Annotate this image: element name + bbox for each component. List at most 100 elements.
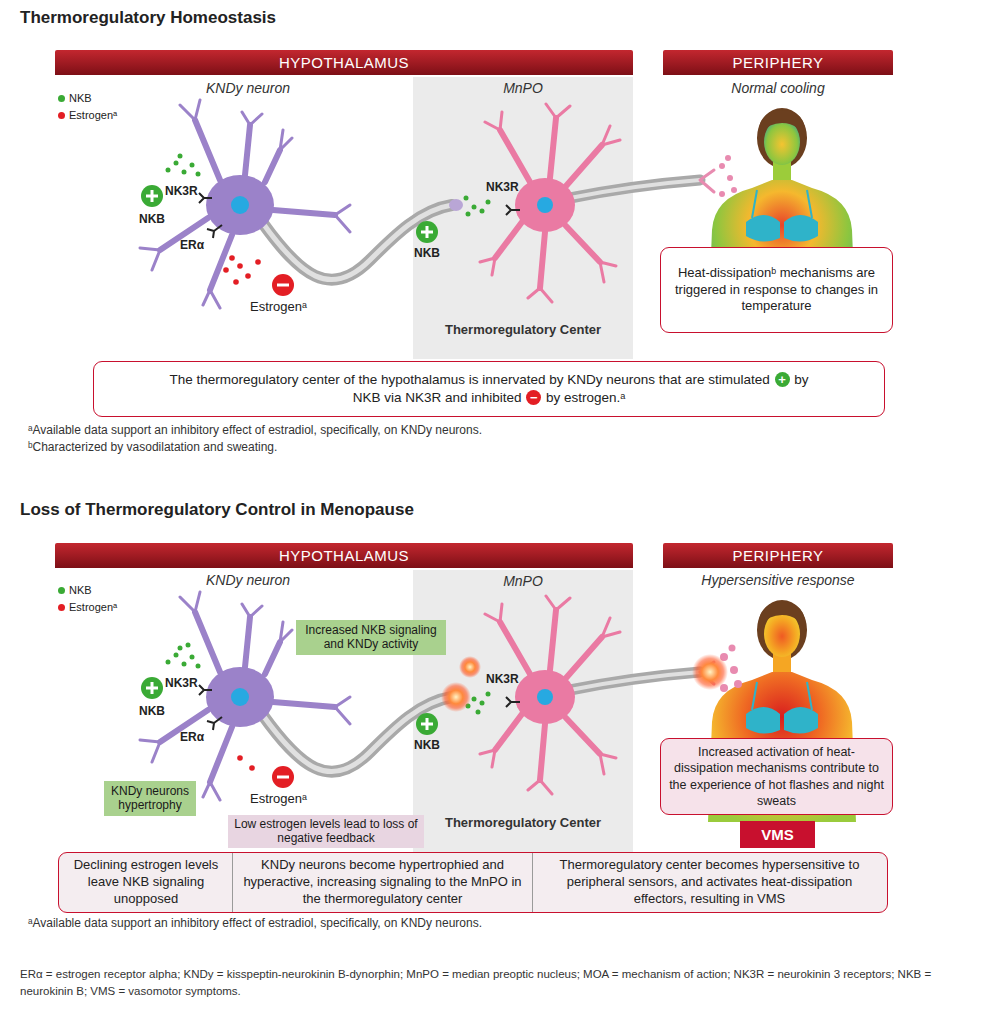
nkb-molecules (190, 655, 195, 660)
panel-caption: Hypersensitive response (701, 572, 854, 588)
heat-dissipation-dots (729, 645, 736, 652)
neurons-top (140, 100, 463, 308)
receptor-label: NKB (414, 738, 440, 752)
nkb-molecules (486, 692, 491, 697)
heat-dissipation-dots (730, 666, 738, 674)
vms-badge: VMS (740, 821, 815, 848)
receptor-label: NK3R (486, 672, 519, 686)
inline-icon: + (775, 372, 790, 387)
nkb-molecules (182, 170, 187, 175)
heat-dissipation-dots (719, 155, 742, 692)
summary-box: Declining estrogen levels leave NKB sign… (58, 852, 888, 913)
nkb-molecules (472, 205, 477, 210)
legend-text: Estrogenᵃ (69, 109, 117, 121)
footnote: ᵃAvailable data support an inhibitory ef… (28, 917, 482, 931)
nkb-molecules (476, 710, 481, 715)
nkb-molecules (182, 662, 187, 667)
summary-text: Thermoregulatory center becomes hypersen… (532, 853, 886, 912)
summary-text: Declining estrogen levels leave NKB sign… (60, 853, 232, 912)
region-text: Thermoregulatory Center (445, 815, 601, 830)
heat-dissipation-dots (719, 191, 725, 197)
inhibition-minus (272, 274, 294, 788)
stimulus-plus (146, 682, 158, 694)
status-text: KNDy neurons hypertrophy (110, 784, 190, 813)
heat-dissipation-dots (734, 680, 742, 688)
band-title: PERIPHERY (733, 54, 824, 71)
receptor-label: NKB (414, 246, 440, 260)
nkb-molecules (178, 154, 183, 159)
summary-text: KNDy neurons become hypertrophied and hy… (232, 853, 532, 912)
legend-item: NKB (58, 92, 92, 104)
summary-box: The thermoregulatory center of the hypot… (93, 361, 885, 417)
inhibition-minus (277, 776, 289, 779)
receptor-label: ERα (180, 730, 204, 744)
estrogen-molecules (223, 267, 229, 273)
legend-text: Estrogenᵃ (69, 601, 117, 613)
neurons-top (140, 100, 714, 308)
nkb-molecules (472, 697, 477, 702)
nkb-molecules (186, 643, 191, 648)
heat-dissipation-dots (725, 155, 731, 161)
status-box: Increased NKB signaling and KNDy activit… (296, 620, 446, 655)
callout-text: Heat-dissipationᵇ mechanisms are trigger… (673, 265, 880, 316)
region-band: PERIPHERY (663, 543, 893, 568)
nkb-molecules (166, 168, 171, 173)
region-band: PERIPHERY (663, 50, 893, 75)
hormone-label: Estrogenᵃ (250, 792, 307, 807)
stimulus-plus (421, 226, 433, 238)
heat-dissipation-dots (719, 163, 725, 169)
abbreviation-note: ERα = estrogen receptor alpha; KNDy = ki… (20, 966, 950, 999)
band-title: HYPOTHALAMUS (279, 547, 409, 564)
stimulus-plus (416, 713, 438, 735)
stimulus-plus (146, 190, 158, 202)
heat-dissipation-dots (731, 187, 737, 193)
panel-caption: KNDy neuron (206, 572, 290, 588)
legend-swatch (58, 587, 65, 594)
estrogen-molecules (249, 765, 255, 771)
nkb-molecules (174, 161, 179, 166)
panel-caption: KNDy neuron (206, 80, 290, 96)
band-title: HYPOTHALAMUS (279, 54, 409, 71)
inhibition-minus (277, 284, 289, 287)
legend-text: NKB (69, 92, 92, 104)
estrogen-molecules (255, 259, 261, 265)
nkb-molecules (190, 163, 195, 168)
legend-swatch (58, 112, 65, 119)
nkb-molecules (480, 701, 485, 706)
nkb-molecules (466, 212, 471, 217)
receptor-label: NKB (139, 704, 165, 718)
estrogen-molecules (233, 279, 239, 285)
region-text: MnPO (503, 573, 543, 589)
nkb-molecules (166, 660, 171, 665)
inhibition-minus (272, 766, 294, 788)
neurons-bottom (140, 592, 463, 800)
stimulus-plus (141, 677, 163, 699)
callout-box: Increased activation of heat-dissipation… (660, 738, 893, 815)
hormone-label: Estrogenᵃ (250, 300, 307, 315)
status-box: KNDy neurons hypertrophy (104, 781, 196, 816)
woman-figure-hot (746, 602, 818, 734)
estrogen-molecules (245, 273, 251, 279)
region-band: HYPOTHALAMUS (55, 50, 633, 75)
nkb-molecules (464, 196, 469, 201)
legend-item: Estrogenᵃ (58, 601, 117, 613)
region-text: Thermoregulatory Center (445, 322, 601, 337)
footnote: ᵇCharacterized by vasodilatation and swe… (28, 441, 277, 455)
footnote: ᵃAvailable data support an inhibitory ef… (28, 424, 482, 438)
nkb-molecules (174, 653, 179, 658)
badge-text: VMS (761, 826, 794, 843)
hyperactivity-glow (692, 654, 728, 690)
stimulus-plus (416, 221, 438, 243)
region-band: HYPOTHALAMUS (55, 543, 633, 568)
inline-icon: − (526, 390, 541, 405)
estrogen-molecules (237, 263, 243, 269)
receptor-label: NKB (139, 212, 165, 226)
region-text: MnPO (503, 80, 543, 96)
receptor-label: NK3R (165, 676, 198, 690)
nkb-molecules (196, 172, 201, 177)
section-heading: Thermoregulatory Homeostasis (20, 8, 276, 28)
nkb-molecules (178, 646, 183, 651)
receptor-label: NK3R (486, 180, 519, 194)
stimulus-plus (141, 185, 163, 207)
